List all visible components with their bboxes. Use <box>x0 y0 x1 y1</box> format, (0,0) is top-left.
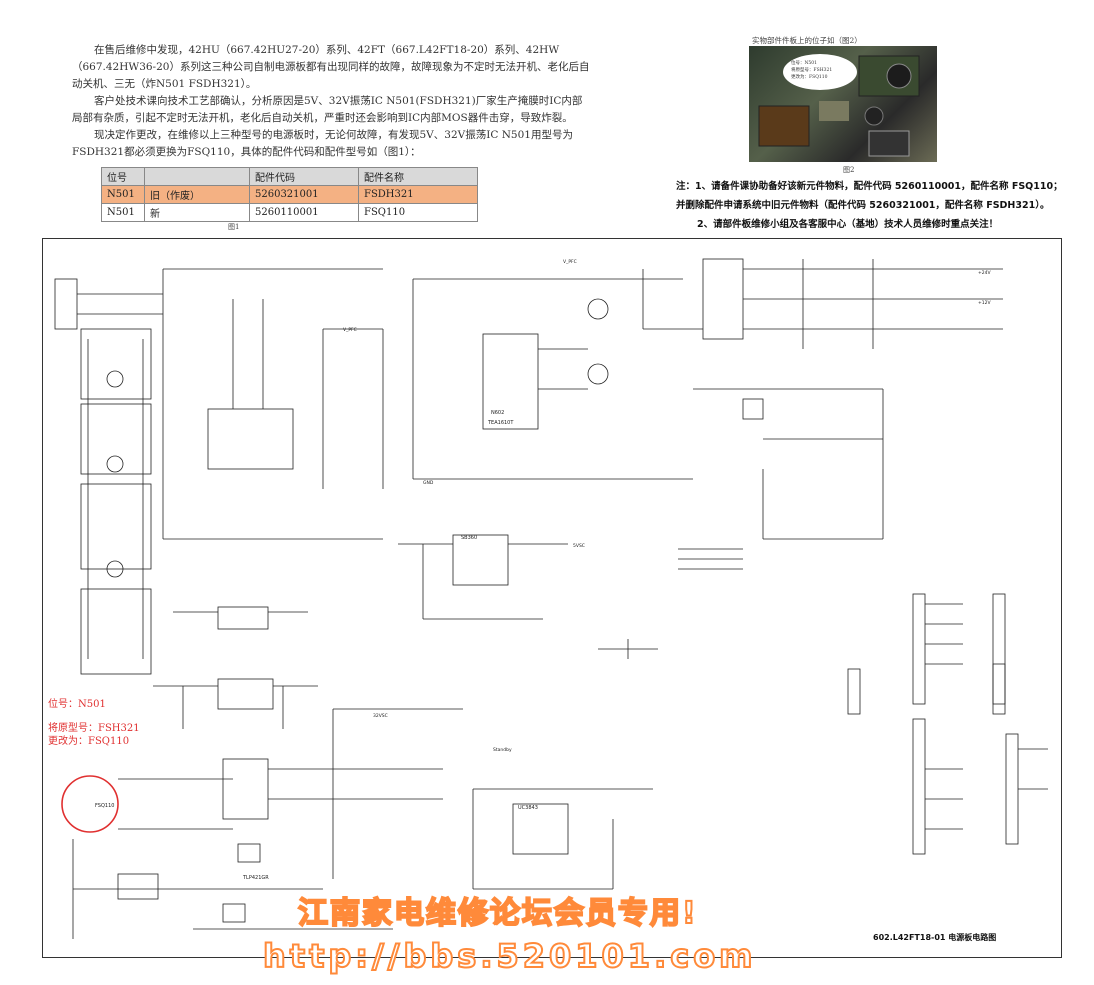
table-header-row: 位号 配件代码 配件名称 <box>101 167 478 186</box>
ic-label: TEA1610T <box>487 420 514 426</box>
net-label: Standby <box>493 747 512 753</box>
pfc-controller-ic <box>207 408 294 470</box>
table-cell: 新 <box>144 203 250 222</box>
table-cell: 5260110001 <box>249 203 359 222</box>
ic-label: UC3843 <box>518 805 538 811</box>
watermark-forum-name: 江南家电维修论坛会员专用! <box>297 895 698 932</box>
callout-line: 位号：N501 <box>791 61 818 66</box>
board-photo: 位号：N501 将原型号：FSH321 更改为：FSQ110 <box>749 46 937 162</box>
red-label-position: 位号：N501 <box>48 699 106 710</box>
callout-line: 更改为：FSQ110 <box>791 75 828 80</box>
opamp-ic <box>512 803 569 855</box>
table-row-old-part: N501 旧（作废） 5260321001 FSDH321 <box>101 185 478 204</box>
n501-highlight-circle <box>61 775 119 833</box>
watermark-url: http://bbs.520101.com <box>262 936 757 976</box>
net-label: GND <box>423 480 434 486</box>
intro-paragraph-2: 客户处技术课向技术工艺部确认，分析原因是5V、32V振荡IC N501(FSDH… <box>72 95 583 124</box>
table-header-cell: 配件名称 <box>358 167 478 186</box>
intro-paragraph-3: 现决定作更改，在维修以上三种型号的电源板时，无论何故障，有发现5V、32V振荡I… <box>72 129 573 158</box>
table-cell: 旧（作废） <box>144 185 250 204</box>
table-header-cell: 位号 <box>101 167 145 186</box>
table-cell: N501 <box>101 203 145 222</box>
red-label-original: 将原型号：FSH321 <box>48 723 140 734</box>
table-cell: FSQ110 <box>358 203 478 222</box>
intro-text: 在售后维修中发现，42HU（667.42HU27-20）系列、42FT（667.… <box>72 42 592 161</box>
net-label: 32VSC <box>373 713 388 719</box>
net-label: V_PFC <box>563 259 577 265</box>
note-line-1: 注：1、请备件课协助备好该新元件物料，配件代码 5260110001，配件名称 … <box>676 181 1063 192</box>
table-cell: 5260321001 <box>249 185 359 204</box>
standby-transformer <box>222 758 269 820</box>
net-label: +12V <box>978 300 991 306</box>
figure-1-caption: 图1 <box>228 223 240 231</box>
intro-paragraph-1: 在售后维修中发现，42HU（667.42HU27-20）系列、42FT（667.… <box>72 44 590 90</box>
note-line-3: 2、请部件板维修小组及各客服中心（基地）技术人员维修时重点关注！ <box>697 219 999 230</box>
callout-line: 将原型号：FSH321 <box>791 68 833 73</box>
table-cell: FSDH321 <box>358 185 478 204</box>
net-label: 5VSC <box>573 543 585 549</box>
sb360-ic <box>452 534 509 586</box>
table-cell: N501 <box>101 185 145 204</box>
table-header-cell <box>144 167 250 186</box>
table-header-cell: 配件代码 <box>249 167 359 186</box>
figure-2-caption: 图2 <box>843 166 855 174</box>
note-line-2: 并删除配件申请系统中旧元件物料（配件代码 5260321001，配件名称 FSD… <box>676 200 1050 211</box>
photo-title: 实物部件件板上的位子如（图2） <box>752 36 862 45</box>
tea1610-ic <box>482 333 539 430</box>
board-photo-drawing <box>758 55 920 157</box>
table-row-new-part: N501 新 5260110001 FSQ110 <box>101 203 478 222</box>
red-label-new: 更改为：FSQ110 <box>48 736 130 747</box>
ic-label: TLP421GR <box>242 875 269 881</box>
net-label: V_PFC <box>343 327 357 333</box>
schematic-title: 602.L42FT18-01 电源板电路图 <box>873 933 997 942</box>
parts-table: 位号 配件代码 配件名称 N501 旧（作废） 5260321001 FSDH3… <box>101 167 478 222</box>
ic-label: SB360 <box>461 535 477 541</box>
main-transformer <box>702 258 744 340</box>
net-label: +24V <box>978 270 991 276</box>
photo-callout-bubble: 位号：N501 将原型号：FSH321 更改为：FSQ110 <box>783 54 857 90</box>
ic-label: FSQ110 <box>95 803 114 809</box>
ic-label: N602 <box>491 410 504 416</box>
